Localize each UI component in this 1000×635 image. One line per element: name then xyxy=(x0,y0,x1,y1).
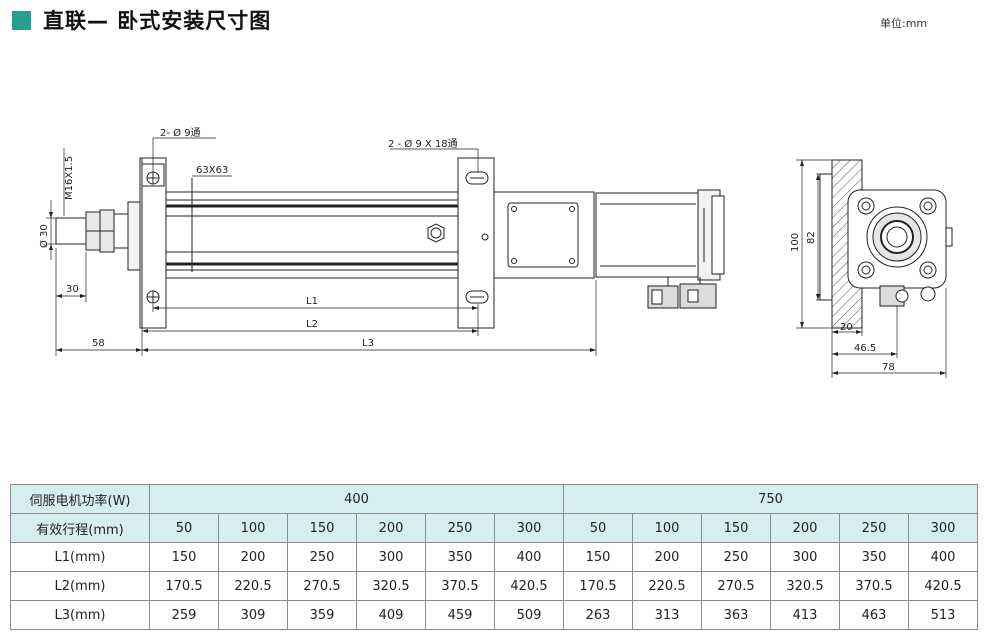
piston-rod xyxy=(113,213,129,249)
dim-46-5-label: 46.5 xyxy=(854,343,876,354)
table-row: L3(mm) 259 309 359 409 459 509 263 313 3… xyxy=(10,600,978,630)
stroke-cell: 50 xyxy=(563,513,633,543)
table-cell: 270.5 xyxy=(701,571,771,601)
table-cell: 359 xyxy=(287,600,357,630)
dim-l3-label: L3 xyxy=(362,338,374,349)
table-cell: 313 xyxy=(632,600,702,630)
table-cell: 200 xyxy=(218,542,288,572)
unit-label: 单位:mm xyxy=(880,17,928,30)
stroke-cell: 100 xyxy=(218,513,288,543)
title-marker-icon xyxy=(12,10,31,30)
table-cell: 300 xyxy=(770,542,840,572)
dim-58-label: 58 xyxy=(92,338,105,349)
power-400: 400 xyxy=(149,484,564,514)
table-cell: 200 xyxy=(632,542,702,572)
sensor-nut xyxy=(427,223,445,243)
table-cell: 250 xyxy=(701,542,771,572)
dim-30-label: 30 xyxy=(66,284,79,295)
table-cell: 370.5 xyxy=(839,571,909,601)
thread-label: M16X1.5 xyxy=(64,156,75,200)
stroke-row: 有效行程(mm) 50 100 150 200 250 300 50 100 1… xyxy=(10,513,978,543)
table-cell: 170.5 xyxy=(563,571,633,601)
end-view xyxy=(819,159,953,329)
table-cell: 170.5 xyxy=(149,571,219,601)
title-bar: 直联— 卧式安装尺寸图 xyxy=(12,6,271,34)
power-750: 750 xyxy=(563,484,978,514)
table-cell: 513 xyxy=(908,600,978,630)
dim-82-label: 82 xyxy=(806,231,817,244)
row-label: L3(mm) xyxy=(10,600,150,630)
stroke-cell: 150 xyxy=(287,513,357,543)
table-cell: 509 xyxy=(494,600,564,630)
stroke-cell: 150 xyxy=(701,513,771,543)
stroke-cell: 250 xyxy=(839,513,909,543)
row-label: L1(mm) xyxy=(10,542,150,572)
rod-dia-label: Ø 30 xyxy=(38,224,50,248)
technical-drawing: 2- Ø 9通 2 - Ø 9 X 18通 63X63 M16X1.5 Ø 30… xyxy=(38,127,953,378)
table-cell: 459 xyxy=(425,600,495,630)
hole-left-label: 2- Ø 9通 xyxy=(160,127,201,139)
table-cell: 370.5 xyxy=(425,571,495,601)
rod-end xyxy=(55,217,87,245)
table-cell: 413 xyxy=(770,600,840,630)
table-cell: 420.5 xyxy=(908,571,978,601)
table-cell: 150 xyxy=(563,542,633,572)
table-cell: 400 xyxy=(908,542,978,572)
table-cell: 220.5 xyxy=(632,571,702,601)
dim-78-label: 78 xyxy=(882,362,895,373)
stroke-cell: 250 xyxy=(425,513,495,543)
power-label: 伺服电机功率(W) xyxy=(10,484,150,514)
table-cell: 300 xyxy=(356,542,426,572)
table-cell: 270.5 xyxy=(287,571,357,601)
table-row: L1(mm) 150 200 250 300 350 400 150 200 2… xyxy=(10,542,978,572)
dim-l1-label: L1 xyxy=(306,296,318,307)
power-row: 伺服电机功率(W) 400 750 xyxy=(10,484,978,514)
bore-inner xyxy=(880,220,914,254)
table-cell: 409 xyxy=(356,600,426,630)
side-view xyxy=(55,157,725,329)
table-cell: 259 xyxy=(149,600,219,630)
table-cell: 463 xyxy=(839,600,909,630)
stroke-cell: 100 xyxy=(632,513,702,543)
servo-motor xyxy=(595,192,699,278)
table-cell: 309 xyxy=(218,600,288,630)
table-cell: 250 xyxy=(287,542,357,572)
page-title: 直联— 卧式安装尺寸图 xyxy=(43,9,272,33)
stroke-cell: 50 xyxy=(149,513,219,543)
hole-right-label: 2 - Ø 9 X 18通 xyxy=(388,138,458,150)
table-cell: 150 xyxy=(149,542,219,572)
table-cell: 220.5 xyxy=(218,571,288,601)
row-label: L2(mm) xyxy=(10,571,150,601)
table-cell: 363 xyxy=(701,600,771,630)
table-cell: 420.5 xyxy=(494,571,564,601)
stroke-cell: 200 xyxy=(770,513,840,543)
stroke-cell: 300 xyxy=(494,513,564,543)
spec-table: 伺服电机功率(W) 400 750 有效行程(mm) 50 100 150 20… xyxy=(10,484,978,630)
dim-20-label: 20 xyxy=(840,322,853,333)
section-label: 63X63 xyxy=(196,165,228,176)
table-cell: 350 xyxy=(839,542,909,572)
dim-l2-label: L2 xyxy=(306,319,318,330)
table-cell: 320.5 xyxy=(770,571,840,601)
dim-100-label: 100 xyxy=(790,233,801,252)
stroke-label: 有效行程(mm) xyxy=(10,513,150,543)
stroke-cell: 300 xyxy=(908,513,978,543)
table-cell: 320.5 xyxy=(356,571,426,601)
table-cell: 400 xyxy=(494,542,564,572)
table-cell: 350 xyxy=(425,542,495,572)
stroke-cell: 200 xyxy=(356,513,426,543)
table-cell: 263 xyxy=(563,600,633,630)
table-row: L2(mm) 170.5 220.5 270.5 320.5 370.5 420… xyxy=(10,571,978,601)
